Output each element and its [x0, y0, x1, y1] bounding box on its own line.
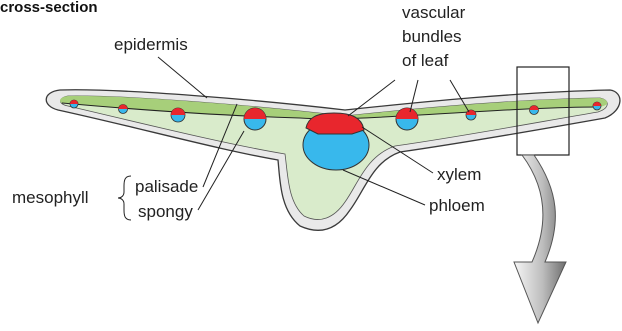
- epidermis-pointer: [158, 57, 207, 98]
- label-spongy: spongy: [138, 202, 193, 221]
- mesophyll-brace: [118, 176, 131, 220]
- label-vascular-line1: vascular: [402, 3, 466, 22]
- label-phloem: phloem: [429, 196, 485, 215]
- small-bundle-4: [244, 108, 266, 130]
- label-mesophyll: mesophyll: [12, 188, 89, 207]
- magnification-arrow: [514, 155, 566, 323]
- small-bundle-7: [530, 106, 539, 115]
- label-epidermis: epidermis: [114, 35, 188, 54]
- small-bundle-5: [396, 108, 418, 130]
- small-bundle-2: [119, 105, 128, 114]
- label-vascular-line3: of leaf: [402, 51, 449, 70]
- small-bundle-8: [593, 102, 601, 110]
- central-vascular-bundle: [303, 113, 369, 170]
- small-bundle-1: [70, 100, 78, 108]
- label-palisade: palisade: [135, 177, 198, 196]
- diagram-title: cross-section: [0, 0, 98, 16]
- small-bundle-6: [466, 110, 476, 120]
- label-vascular-line2: bundles: [402, 27, 462, 46]
- small-bundle-3: [171, 108, 185, 122]
- label-xylem: xylem: [437, 165, 481, 184]
